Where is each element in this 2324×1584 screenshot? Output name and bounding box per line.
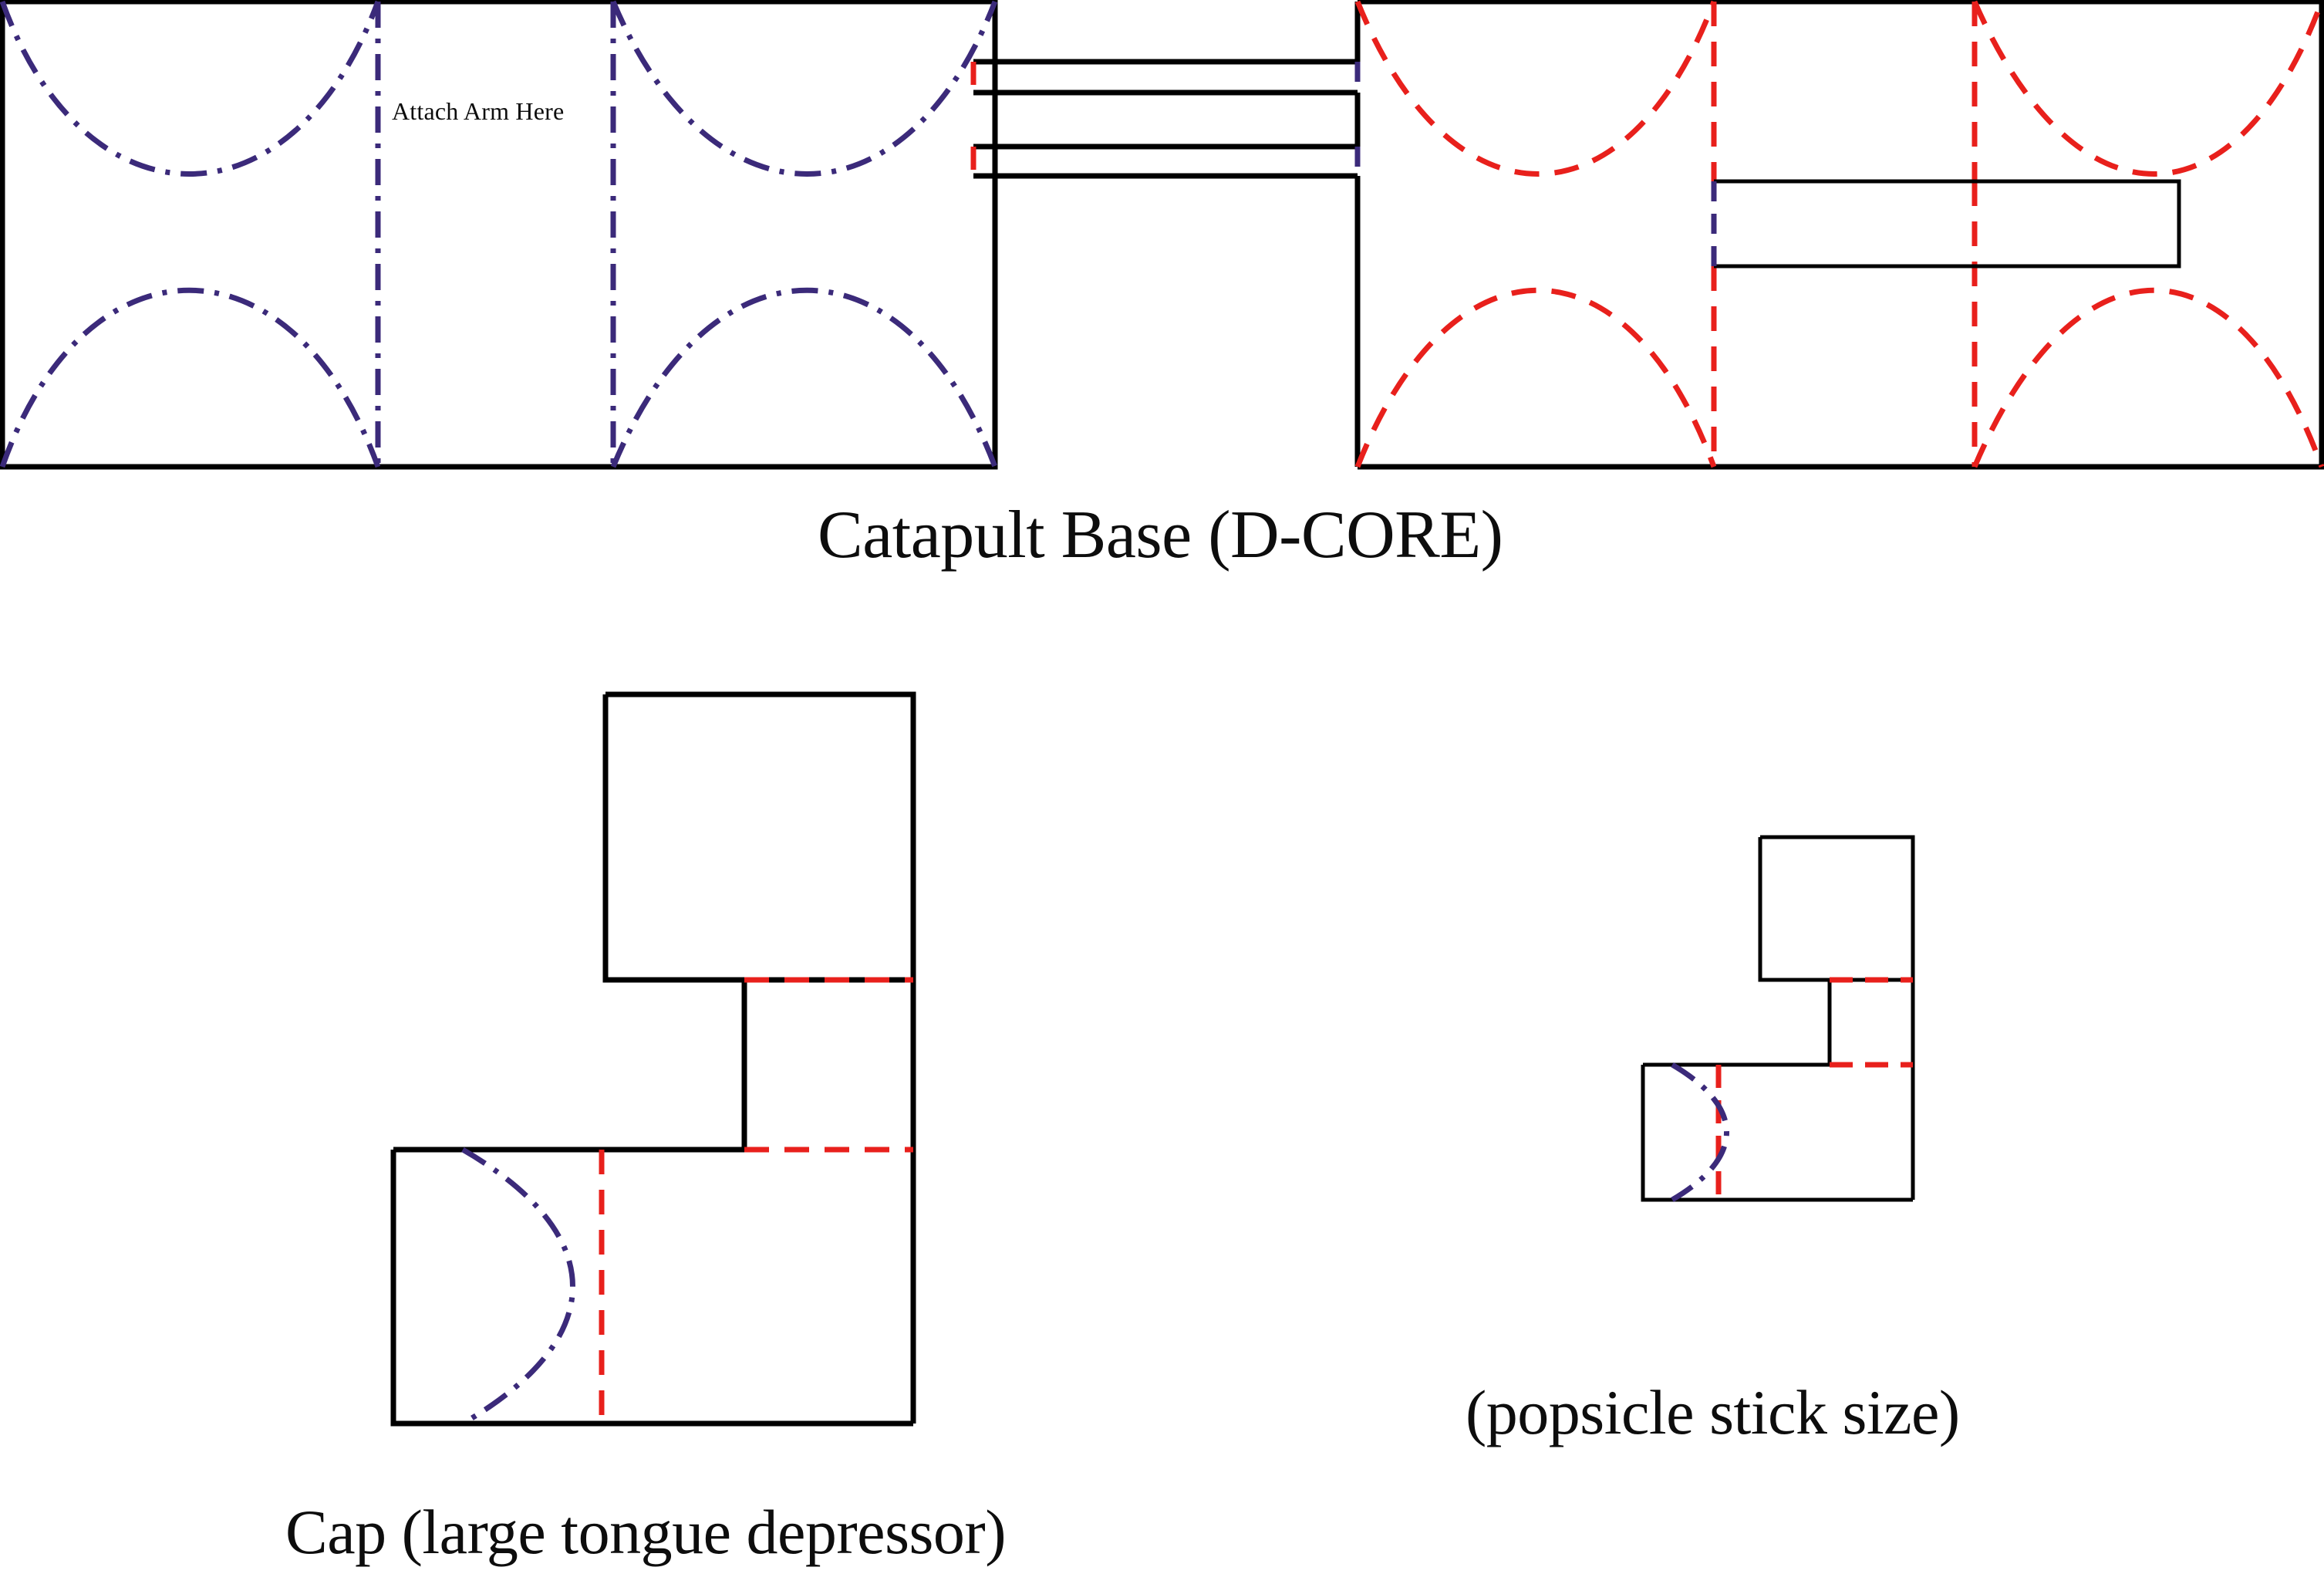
cap-lower-outline: [390, 1150, 913, 1427]
cap-large-part: [390, 691, 916, 1427]
base-right-tab-outline: [1714, 179, 2181, 269]
cap-title: Cap (large tongue depressor): [285, 1497, 1007, 1567]
cap-upper-top-right: [605, 691, 916, 1424]
curve-left-cell-bottom: [0, 287, 381, 468]
cap-curve-purple: [461, 1147, 575, 1427]
base-left-panel-outline: [0, 0, 998, 470]
popsicle-upper-top-right: [1760, 835, 1915, 1200]
base-title: Catapult Base (D-CORE): [818, 498, 1503, 572]
curve-left-panel-right-cell-bottom: [610, 287, 998, 468]
cap-upper-left-bottom: [602, 694, 913, 983]
base-left-panel: [0, 0, 998, 470]
base-right-panel: [1354, 0, 2324, 470]
popsicle-title: (popsicle stick size): [1466, 1377, 1960, 1447]
curve-right-panel-right-cell-top: [1972, 0, 2324, 177]
popsicle-lower-outline: [1641, 1065, 1913, 1202]
curve-left-panel-right-cell-top: [610, 0, 998, 177]
curve-right-panel-left-cell-top: [1354, 0, 1717, 177]
popsicle-curve-purple: [1671, 1062, 1729, 1203]
curve-right-panel-left-cell-bottom: [1354, 287, 1717, 468]
curve-right-panel-right-cell-bottom: [1972, 287, 2324, 468]
popsicle-upper-left-bottom: [1758, 837, 1913, 982]
base-right-panel-outline: [1358, 0, 2324, 470]
curve-left-cell-top: [0, 0, 381, 177]
attach-arm-label: Attach Arm Here: [392, 97, 565, 125]
base-bridge-connector: [970, 59, 1361, 179]
cap-popsicle-part: [1641, 835, 1915, 1203]
